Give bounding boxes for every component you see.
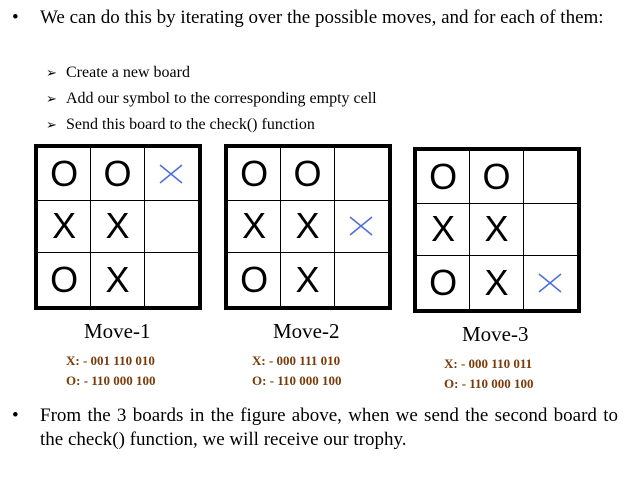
board-cell: X <box>91 200 145 254</box>
board-cell: X <box>228 200 282 254</box>
empty-cell <box>335 253 388 306</box>
move-2-o-code: O: - 110 000 100 <box>252 373 342 388</box>
step-item: ➢ Create a new board <box>46 63 190 83</box>
cross-icon <box>159 164 183 184</box>
board-cell: O <box>470 151 524 204</box>
empty-cell <box>523 204 577 257</box>
empty-cell <box>334 148 388 201</box>
step-item: ➢ Send this board to the check() function <box>46 115 315 135</box>
board-cell: O <box>281 148 335 201</box>
board-cell: O <box>228 253 282 306</box>
intro-bullet: • We can do this by iterating over the p… <box>12 6 612 30</box>
arrow-bullet-icon: ➢ <box>46 91 57 106</box>
move-1-o-code: O: - 110 000 100 <box>66 373 156 388</box>
move-2-x-code: X: - 000 111 010 <box>252 353 341 368</box>
move-3-label: Move-3 <box>462 322 529 346</box>
bullet-dot: • <box>12 405 19 426</box>
empty-cell <box>144 201 198 254</box>
arrow-bullet-icon: ➢ <box>46 65 57 80</box>
board-cell: O <box>417 151 471 204</box>
conclusion-text: From the 3 boards in the figure above, w… <box>40 405 618 450</box>
board-cell: X <box>470 256 524 309</box>
move-3-o-code: O: - 110 000 100 <box>444 376 534 391</box>
placed-x-mark-icon <box>524 256 577 309</box>
board-cell: X <box>91 253 145 306</box>
move-1-x-code: X: - 001 110 010 <box>66 353 155 368</box>
placed-x-mark-icon <box>334 201 388 254</box>
board-cell: O <box>228 148 282 201</box>
board-cell: X <box>470 203 524 257</box>
step-item: ➢ Add our symbol to the corresponding emp… <box>46 89 377 109</box>
board-cell: X <box>281 200 335 254</box>
step-text: Add our symbol to the corresponding empt… <box>66 90 377 107</box>
board-cell: O <box>38 148 92 201</box>
cross-icon <box>538 273 562 293</box>
board-cell: X <box>417 203 471 257</box>
move-1-label: Move-1 <box>84 319 151 343</box>
move-3-x-code: X: - 000 110 011 <box>444 356 533 371</box>
board-cell: O <box>91 148 145 201</box>
board-cell: O <box>38 253 92 306</box>
placed-x-mark-icon <box>144 148 198 201</box>
arrow-bullet-icon: ➢ <box>46 117 57 132</box>
board-cell: X <box>281 253 335 306</box>
board-cell: O <box>417 256 471 309</box>
cross-icon <box>349 216 373 237</box>
conclusion-bullet: • From the 3 boards in the figure above,… <box>12 404 618 452</box>
step-text: Create a new board <box>66 64 190 81</box>
empty-cell <box>145 253 198 306</box>
intro-text: We can do this by iterating over the pos… <box>40 7 604 28</box>
move-2-label: Move-2 <box>273 319 340 343</box>
board-cell: X <box>38 200 92 254</box>
step-text: Send this board to the check() function <box>66 116 315 133</box>
bullet-dot: • <box>12 7 19 28</box>
empty-cell <box>523 151 577 204</box>
